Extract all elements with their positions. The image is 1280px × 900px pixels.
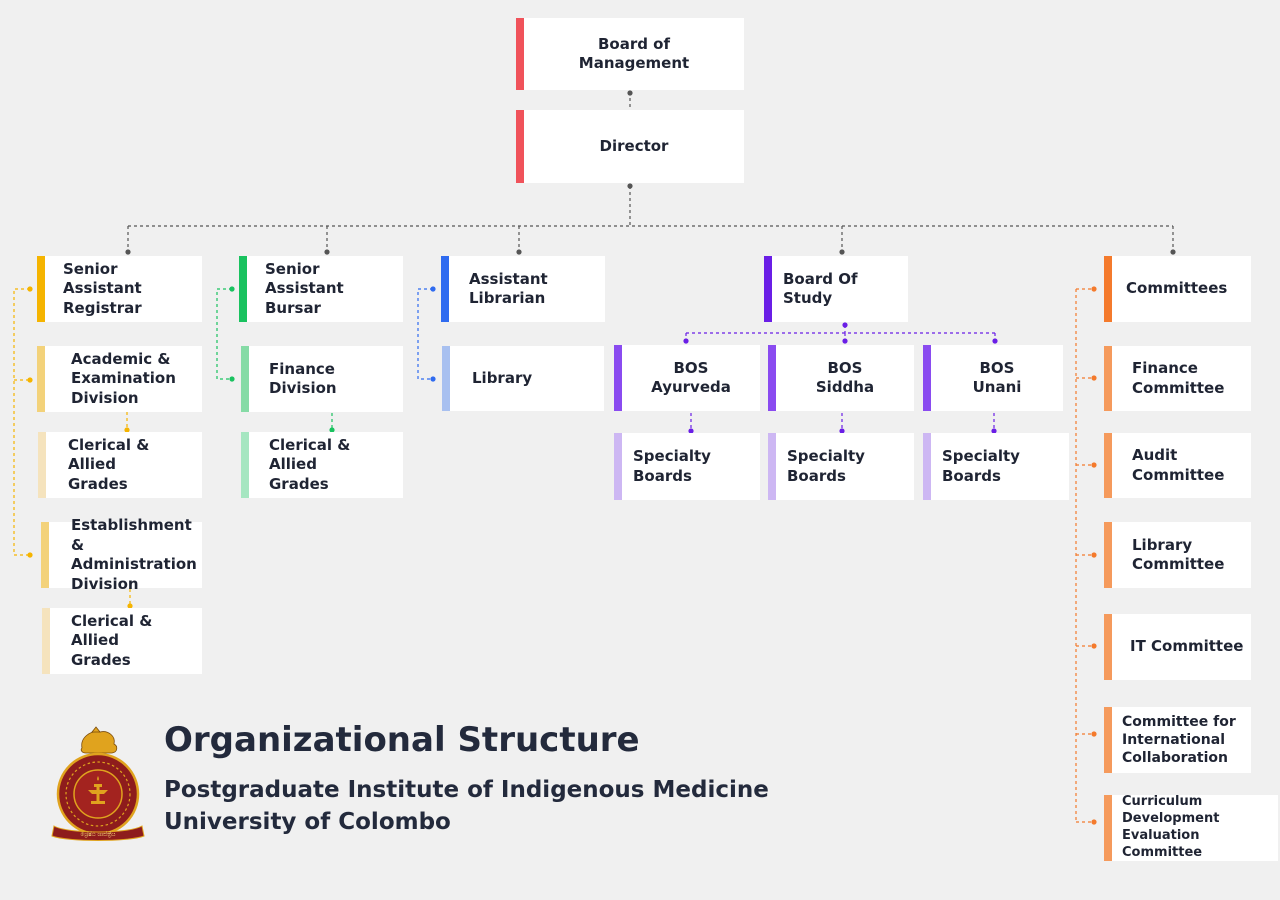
title-block: Organizational Structure Postgraduate In… [164,720,769,838]
specialty-boards-label: Specialty Boards [633,447,711,485]
bos-ayurveda-label: BOS Ayurveda [651,358,731,397]
accent-bar [614,433,622,500]
specialty-boards-box: Specialty Boards [614,433,760,500]
specialty-boards-box: Specialty Boards [768,433,914,500]
academic-examination-division-label: Academic & Examination Division [71,349,176,407]
crest-motto: ශ්‍රේෂ්ඨ ශාස්ත්‍රීය [81,831,116,838]
bos-ayurveda-box: BOS Ayurveda [614,345,760,411]
senior-assistant-registrar-label: Senior Assistant Registrar [63,259,142,317]
it-committee-box: IT Committee [1104,614,1251,680]
assistant-librarian-label: Assistant Librarian [469,269,548,308]
university-crest-icon: ශ්‍රේෂ්ඨ ශාස්ත්‍රීය [51,726,145,841]
clerical-allied-grades-label: Clerical & Allied Grades [68,435,150,493]
academic-examination-division-box: Academic & Examination Division [37,346,202,412]
accent-bar [614,345,622,411]
accent-bar [42,608,50,674]
curriculum-development-evaluation-committee-box: Curriculum Development Evaluation Commit… [1104,794,1278,861]
accent-bar [1104,433,1112,498]
accent-bar [241,432,249,498]
accent-bar [923,433,931,500]
university-name: University of Colombo [164,809,451,835]
establishment-administration-division-box: Establishment & Administration Division [41,516,202,593]
clerical-allied-grades-label: Clerical & Allied Grades [269,435,351,493]
accent-bar [37,346,45,412]
board-of-management-label: Board of Management [578,34,690,73]
library-committee-label: Library Committee [1132,535,1225,574]
accent-bar [38,432,46,498]
accent-bar [442,346,450,411]
accent-bar [41,522,49,588]
curriculum-development-evaluation-committee-label: Curriculum Development Evaluation Commit… [1122,794,1220,860]
accent-bar [1104,795,1112,861]
director-label: Director [599,136,669,155]
accent-bar [1104,256,1112,322]
bos-siddha-box: BOS Siddha [768,345,914,411]
international-collaboration-committee-label: Committee for International Collaboratio… [1122,713,1236,767]
board-of-study-box: Board Of Study [764,256,908,322]
specialty-boards-box: Specialty Boards [923,433,1069,500]
establishment-administration-division-label: Establishment & Administration Division [71,516,197,593]
finance-division-box: Finance Division [241,346,403,412]
accent-bar [441,256,449,322]
board-of-study-label: Board Of Study [783,269,858,308]
bos-siddha-label: BOS Siddha [815,358,875,397]
library-box: Library [442,346,604,411]
library-committee-box: Library Committee [1104,522,1251,588]
director-box: Director [516,110,744,183]
committees-box: Committees [1104,256,1251,322]
specialty-boards-label: Specialty Boards [787,447,865,485]
clerical-allied-grades-box: Clerical & Allied Grades [38,432,202,498]
senior-assistant-bursar-label: Senior Assistant Bursar [265,259,344,317]
accent-bar [1104,522,1112,588]
committees-label: Committees [1126,279,1228,298]
bos-unani-box: BOS Unani [923,345,1063,411]
international-collaboration-committee-box: Committee for International Collaboratio… [1104,707,1251,773]
finance-division-label: Finance Division [269,359,337,398]
senior-assistant-bursar-box: Senior Assistant Bursar [239,256,403,322]
accent-bar [768,433,776,500]
it-committee-label: IT Committee [1130,637,1244,656]
institute-name: Postgraduate Institute of Indigenous Med… [164,777,769,803]
accent-bar [923,345,931,411]
clerical-allied-grades-label: Clerical & Allied Grades [71,611,153,669]
page-title: Organizational Structure [164,720,640,760]
audit-committee-box: Audit Committee [1104,433,1251,498]
accent-bar [1104,614,1112,680]
finance-committee-box: Finance Committee [1104,346,1251,411]
audit-committee-label: Audit Committee [1132,446,1225,484]
accent-bar [768,345,776,411]
accent-bar [516,110,524,183]
accent-bar [37,256,45,322]
board-of-management-box: Board of Management [516,18,744,90]
clerical-allied-grades-box: Clerical & Allied Grades [42,608,202,674]
accent-bar [1104,346,1112,411]
library-label: Library [472,368,533,387]
accent-bar [516,18,524,90]
finance-committee-label: Finance Committee [1132,359,1225,397]
senior-assistant-registrar-box: Senior Assistant Registrar [37,256,202,322]
accent-bar [239,256,247,322]
specialty-boards-label: Specialty Boards [942,447,1020,485]
bos-unani-label: BOS Unani [972,358,1022,397]
accent-bar [241,346,249,412]
accent-bar [764,256,772,322]
accent-bar [1104,707,1112,773]
clerical-allied-grades-box: Clerical & Allied Grades [241,432,403,498]
assistant-librarian-box: Assistant Librarian [441,256,605,322]
